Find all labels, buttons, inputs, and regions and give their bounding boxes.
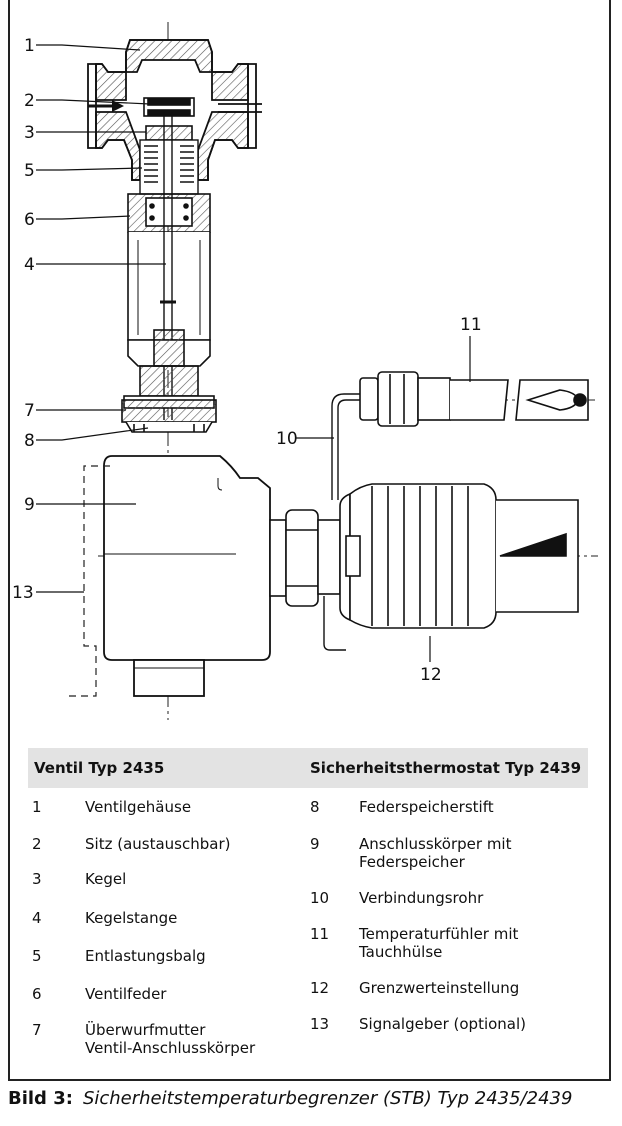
callout-8: 8: [24, 431, 35, 451]
spring-housing: [127, 193, 211, 233]
legend-item-text: Temperaturfühler mit Tauchhülse: [359, 925, 519, 961]
legend-item: 1 Ventilgehäuse: [28, 798, 309, 816]
legend-item: 7 Überwurfmutter Ventil-Anschlusskörper: [28, 1021, 309, 1057]
legend-item: 13 Signalgeber (optional): [309, 1015, 588, 1033]
temperature-sensor: [359, 371, 589, 427]
legend-item: 4 Kegelstange: [28, 909, 309, 927]
callout-4: 4: [24, 255, 35, 275]
callout-3: 3: [24, 123, 35, 143]
legend-item-text: Ventilgehäuse: [85, 798, 192, 816]
callout-9: 9: [24, 495, 35, 515]
legend-item-number: 2: [32, 835, 42, 853]
union-nut: [121, 399, 217, 433]
legend-header: Ventil Typ 2435 Sicherheitsthermostat Ty…: [28, 748, 588, 788]
legend-item-number: 12: [310, 979, 330, 997]
callout-11: 11: [460, 315, 482, 335]
figure-caption-label: Bild 3:: [8, 1088, 73, 1109]
legend-item-text: Kegel: [85, 870, 127, 888]
callout-labels: 1 2 3 5 6 4 7 8 9 13 10 11 12: [12, 36, 482, 685]
figure-caption: Bild 3: Sicherheitstemperaturbegrenzer (S…: [8, 1088, 572, 1109]
callout-1: 1: [24, 36, 35, 56]
callout-6: 6: [24, 210, 35, 230]
legend-item-number: 7: [32, 1021, 42, 1039]
page-frame: [8, 0, 611, 1081]
legend-item-text: Signalgeber (optional): [359, 1015, 527, 1033]
legend-item-number: 6: [32, 985, 42, 1003]
legend-item-number: 9: [310, 835, 320, 853]
figure-caption-text: Sicherheitstemperaturbegrenzer (STB) Typ…: [82, 1088, 573, 1109]
legend-item-text: Anschlusskörper mit Federspeicher: [359, 835, 512, 871]
capillary-tube: [323, 393, 372, 651]
legend-item: 3 Kegel: [28, 870, 309, 888]
legend-item-number: 3: [32, 870, 42, 888]
callout-13: 13: [12, 583, 34, 603]
legend-column-valve: 1 Ventilgehäuse 2 Sitz (austauschbar) 3 …: [28, 792, 309, 1057]
legend-item-text: Verbindungsrohr: [359, 889, 484, 907]
legend-item: 2 Sitz (austauschbar): [28, 835, 309, 853]
legend-item-text: Ventilfeder: [85, 985, 167, 1003]
legend-column-thermostat: 8 Federspeicherstift 9 Anschlusskörper m…: [309, 792, 588, 1057]
technical-drawing: 1 2 3 5 6 4 7 8 9 13 10 11 12: [12, 22, 598, 720]
legend-item-text: Sitz (austauschbar): [85, 835, 231, 853]
legend-header-valve: Ventil Typ 2435: [34, 759, 165, 777]
callout-2: 2: [24, 91, 35, 111]
legend-item: 12 Grenzwerteinstellung: [309, 979, 588, 997]
seat-and-plug: [143, 97, 195, 141]
legend-item: 6 Ventilfeder: [28, 985, 309, 1003]
legend-item-number: 13: [310, 1015, 330, 1033]
legend-item-text: Grenzwerteinstellung: [359, 979, 520, 997]
yoke-housing: [127, 232, 211, 341]
legend-item-text: Federspeicherstift: [359, 798, 494, 816]
legend-table: Ventil Typ 2435 Sicherheitsthermostat Ty…: [28, 748, 588, 1057]
callout-10: 10: [276, 429, 298, 449]
legend-item: 11 Temperaturfühler mit Tauchhülse: [309, 925, 588, 961]
legend-header-thermostat: Sicherheitsthermostat Typ 2439: [310, 759, 582, 777]
callout-5: 5: [24, 161, 35, 181]
legend-item: 9 Anschlusskörper mit Federspeicher: [309, 835, 588, 871]
legend-item-text: Überwurfmutter Ventil-Anschlusskörper: [85, 1021, 256, 1057]
legend-item-number: 11: [310, 925, 330, 943]
legend-item-text: Entlastungsbalg: [85, 947, 206, 965]
legend-item: 10 Verbindungsrohr: [309, 889, 588, 907]
legend-item-number: 1: [32, 798, 42, 816]
bellows: [139, 139, 199, 195]
leader-lines: [36, 44, 471, 662]
legend-item-number: 4: [32, 909, 42, 927]
coupling-nut: [269, 509, 341, 607]
legend-item-text: Kegelstange: [85, 909, 178, 927]
limit-adjustment-knob: [339, 483, 579, 629]
legend-item-number: 5: [32, 947, 42, 965]
connection-body: [103, 455, 271, 697]
callout-12: 12: [420, 665, 442, 685]
lower-coupling: [123, 329, 215, 409]
legend-item: 5 Entlastungsbalg: [28, 947, 309, 965]
legend-body: 1 Ventilgehäuse 2 Sitz (austauschbar) 3 …: [28, 788, 588, 1057]
legend-item: 8 Federspeicherstift: [309, 798, 588, 816]
callout-7: 7: [24, 401, 35, 421]
legend-item-number: 8: [310, 798, 320, 816]
legend-item-number: 10: [310, 889, 330, 907]
